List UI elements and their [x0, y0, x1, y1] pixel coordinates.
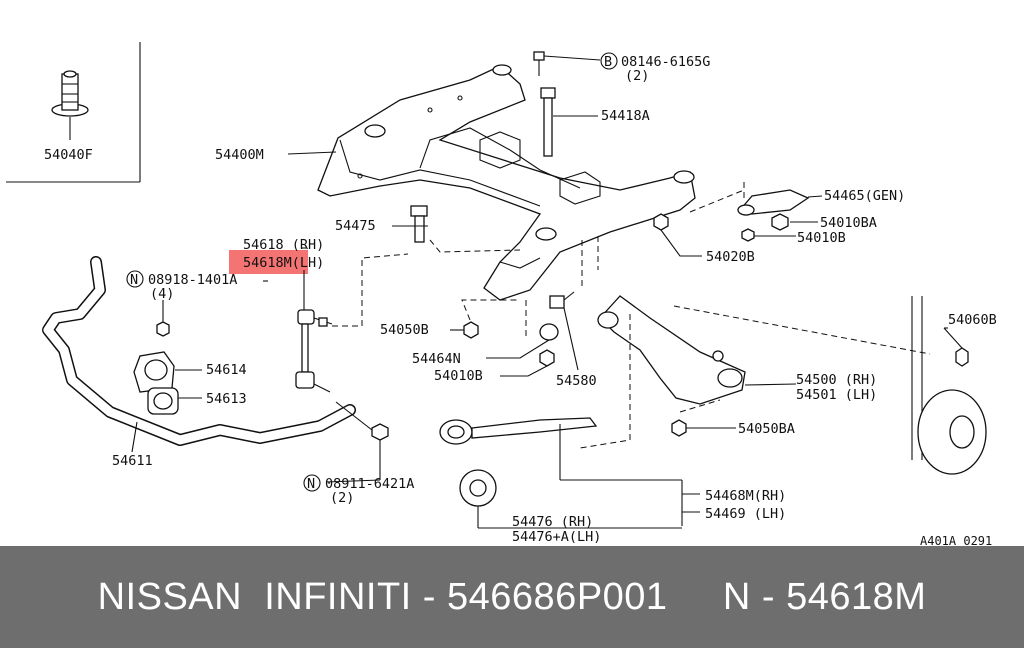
circled-n-2-letter: N — [307, 476, 315, 492]
label-08918-qty: (4) — [150, 286, 174, 302]
bolt-54418a — [533, 51, 601, 157]
label-54010b-b: 54010B — [434, 368, 483, 384]
label-54050ba: 54050BA — [738, 421, 795, 437]
label-54418a: 54418A — [601, 108, 650, 124]
label-54476a: 54476+A(LH) — [512, 529, 601, 545]
label-54618m: 54618M(LH) — [243, 255, 324, 271]
circled-b-letter: B — [604, 54, 612, 70]
clip-54040f — [51, 70, 89, 140]
bushing-54476 — [459, 469, 700, 529]
label-54618: 54618 (RH) — [243, 237, 324, 253]
label-54010b-a: 54010B — [797, 230, 846, 246]
leader-lines — [263, 151, 337, 282]
footer-text: NISSAN INFINITI - 546686P001 N - 54618M — [97, 575, 927, 618]
highlight-54618m — [229, 250, 308, 274]
label-54469: 54469 (LH) — [705, 506, 786, 522]
hardware-center — [450, 236, 599, 377]
stabilizer-bar-54611 — [42, 256, 356, 453]
bracket-54614 — [133, 300, 202, 393]
label-54475: 54475 — [335, 218, 376, 234]
label-54613: 54613 — [206, 391, 247, 407]
label-54500: 54500 (RH) — [796, 372, 877, 388]
parts-diagram: 54040F — [6, 42, 997, 546]
label-54040f: 54040F — [44, 147, 93, 163]
crossmember-54400m — [317, 64, 696, 301]
label-54060b: 54060B — [948, 312, 997, 328]
label-54468m: 54468M(RH) — [705, 488, 786, 504]
circled-n-1 — [126, 270, 144, 288]
label-54400m: 54400M — [215, 147, 264, 163]
label-54501: 54501 (LH) — [796, 387, 877, 403]
label-08146: 08146-6165G — [621, 54, 710, 70]
label-54614: 54614 — [206, 362, 247, 378]
tension-rod-54468m — [439, 417, 683, 526]
nut-54020b — [653, 213, 702, 257]
lower-arm-54500 — [579, 295, 931, 449]
diagram-code: A401A 0291 — [920, 534, 992, 546]
circled-b — [600, 52, 618, 70]
circled-n-1-letter: N — [130, 272, 138, 288]
bracket-54465 — [689, 182, 823, 242]
label-08146-qty: (2) — [625, 68, 649, 84]
label-54020b: 54020B — [706, 249, 755, 265]
inset-54040f: 54040F — [6, 42, 141, 183]
labels: B 08146-6165G (2) 54418A 54400M 54465(GE… — [112, 52, 997, 546]
bushing-54613 — [147, 387, 202, 415]
label-08918: 08918-1401A — [148, 272, 237, 288]
stabilizer-link-54618 — [295, 253, 409, 483]
label-54464n: 54464N — [412, 351, 461, 367]
label-54580: 54580 — [556, 373, 597, 389]
label-08911: 08911-6421A — [325, 476, 414, 492]
label-54010ba: 54010BA — [820, 215, 877, 231]
hub-54060b — [911, 296, 987, 475]
label-08911-qty: (2) — [330, 490, 354, 506]
footer-banner: NISSAN INFINITI - 546686P001 N - 54618M — [0, 546, 1024, 648]
label-54476: 54476 (RH) — [512, 514, 593, 530]
label-54050b: 54050B — [380, 322, 429, 338]
bolt-54475 — [392, 205, 521, 253]
circled-n-2 — [303, 474, 321, 492]
label-54465: 54465(GEN) — [824, 188, 905, 204]
label-54611: 54611 — [112, 453, 153, 469]
